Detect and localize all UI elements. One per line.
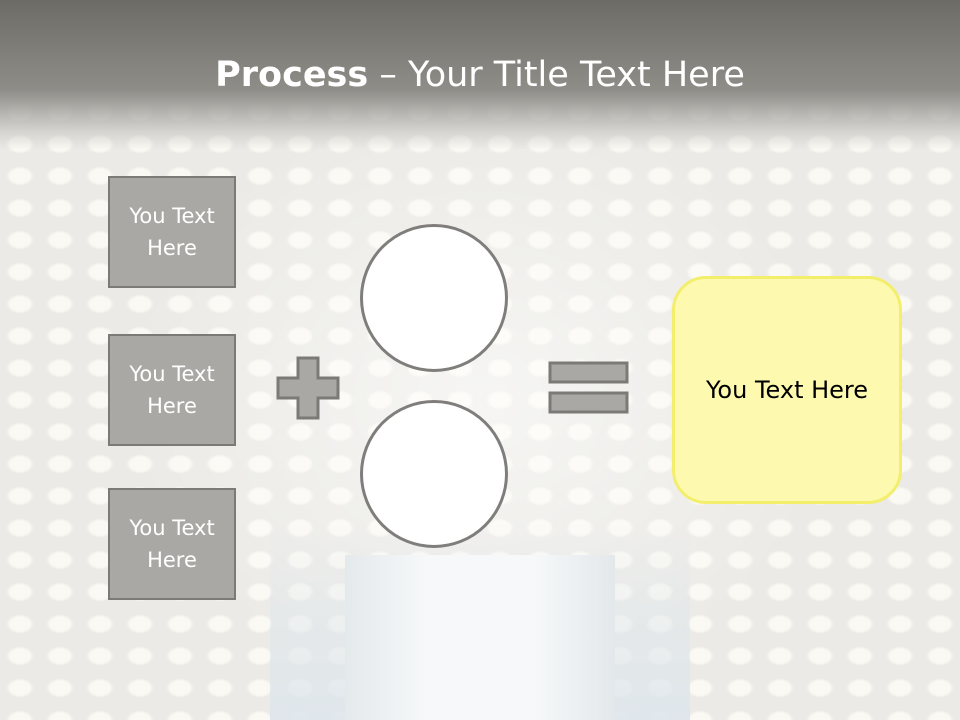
result-box[interactable]: You Text Here [672,276,902,504]
pillar-decoration [345,555,615,720]
text-box-3-label: You Text Here [129,516,215,572]
title-bold: Process [215,55,369,95]
equals-icon [548,361,629,414]
text-box-1[interactable]: You Text Here [108,176,236,288]
title-bar [0,0,960,150]
text-box-1-label: You Text Here [129,204,215,260]
result-box-label: You Text Here [705,376,869,404]
text-box-3[interactable]: You Text Here [108,488,236,600]
title-rest: – Your Title Text Here [368,55,745,95]
circle-top[interactable] [360,224,508,372]
plus-icon [276,356,340,420]
text-box-2[interactable]: You Text Here [108,334,236,446]
slide-title[interactable]: Process – Your Title Text Here [0,54,960,96]
text-box-2-label: You Text Here [129,362,215,418]
circle-bottom[interactable] [360,400,508,548]
